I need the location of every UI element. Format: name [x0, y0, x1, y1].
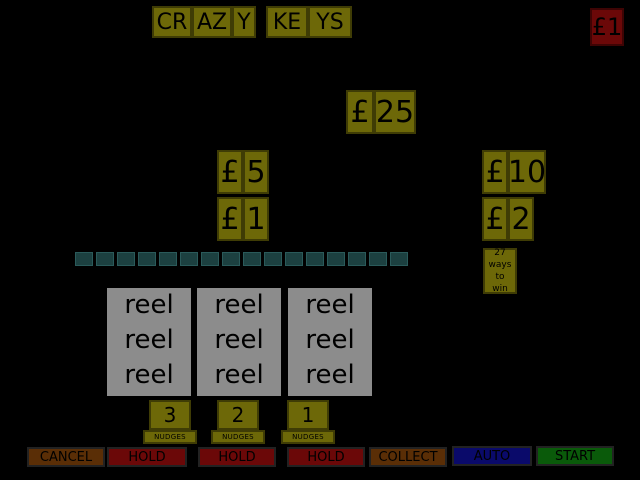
prize-right-lower-amount: 2	[508, 197, 534, 241]
nudge-label-3: NUDGES	[281, 430, 335, 444]
reel-3: reel reel reel	[288, 288, 372, 396]
symbol-strip	[75, 252, 415, 268]
hold-label: HOLD	[307, 449, 345, 465]
nudge-label-2: NUDGES	[211, 430, 265, 444]
nudge-label-text: NUDGES	[222, 433, 254, 441]
title-tile-text: KE	[272, 9, 302, 35]
nudge-count-text: 2	[231, 403, 245, 427]
reel-symbol: reel	[124, 325, 174, 355]
strip-symbol-icon	[96, 252, 114, 266]
nudge-label-text: NUDGES	[154, 433, 186, 441]
title-tile-text: AZ	[196, 9, 228, 35]
prize-right-lower-currency: £	[482, 197, 508, 241]
collect-label: COLLECT	[378, 449, 438, 465]
ways-text-2: to	[495, 272, 505, 282]
reel-symbol: reel	[305, 360, 355, 390]
prize-currency: £	[220, 154, 240, 190]
nudge-count-3: 1	[287, 400, 329, 430]
prize-currency: £	[220, 201, 240, 237]
strip-symbol-icon	[390, 252, 408, 266]
collect-button[interactable]: COLLECT	[369, 447, 447, 467]
strip-symbol-icon	[369, 252, 387, 266]
reel-2: reel reel reel	[197, 288, 281, 396]
stake-indicator[interactable]: £1	[590, 8, 624, 46]
hold-button-1[interactable]: HOLD	[107, 447, 187, 467]
reel-symbol: reel	[214, 290, 264, 320]
strip-symbol-icon	[264, 252, 282, 266]
ways-text-3: win	[492, 284, 508, 294]
stake-text: £1	[591, 13, 623, 41]
prize-currency: £	[485, 154, 505, 190]
strip-symbol-icon	[138, 252, 156, 266]
title-tile-2: AZ	[192, 6, 232, 38]
nudge-count-text: 3	[163, 403, 177, 427]
title-tile-1: CR	[152, 6, 192, 38]
nudge-count-2: 2	[217, 400, 259, 430]
prize-left-lower-currency: £	[217, 197, 243, 241]
hold-button-2[interactable]: HOLD	[198, 447, 276, 467]
prize-left-upper-amount: 5	[243, 150, 269, 194]
title-tile-3: Y	[232, 6, 256, 38]
prize-amount: 2	[511, 201, 531, 237]
strip-symbol-icon	[348, 252, 366, 266]
cancel-label: CANCEL	[39, 449, 93, 465]
auto-label: AUTO	[473, 448, 511, 464]
title-tile-text: CR	[156, 9, 188, 35]
strip-symbol-icon	[306, 252, 324, 266]
strip-symbol-icon	[75, 252, 93, 266]
title-tile-4: KE	[266, 6, 308, 38]
title-tile-text: YS	[316, 9, 344, 35]
strip-symbol-icon	[222, 252, 240, 266]
title-tile-5: YS	[308, 6, 352, 38]
prize-top-currency: £	[346, 90, 374, 134]
nudge-count-1: 3	[149, 400, 191, 430]
prize-amount: 10	[507, 154, 547, 190]
prize-right-upper-currency: £	[482, 150, 508, 194]
cancel-button[interactable]: CANCEL	[27, 447, 105, 467]
strip-symbol-icon	[159, 252, 177, 266]
prize-right-upper-amount: 10	[508, 150, 546, 194]
reel-symbol: reel	[214, 325, 264, 355]
reel-symbol: reel	[124, 290, 174, 320]
auto-button[interactable]: AUTO	[452, 446, 532, 466]
ways-to-win-badge: 27 ways to win	[483, 248, 517, 294]
reel-symbol: reel	[214, 360, 264, 390]
strip-symbol-icon	[117, 252, 135, 266]
title-tile-text: Y	[237, 9, 251, 35]
nudge-count-text: 1	[301, 403, 315, 427]
prize-amount: 1	[246, 201, 266, 237]
ways-text-1: 27 ways	[488, 248, 512, 270]
strip-symbol-icon	[327, 252, 345, 266]
reel-1: reel reel reel	[107, 288, 191, 396]
nudge-label-text: NUDGES	[292, 433, 324, 441]
prize-top-amount: 25	[374, 90, 416, 134]
reel-symbol: reel	[124, 360, 174, 390]
start-button[interactable]: START	[536, 446, 614, 466]
start-label: START	[554, 448, 596, 464]
strip-symbol-icon	[180, 252, 198, 266]
prize-left-lower-amount: 1	[243, 197, 269, 241]
prize-amount: 25	[375, 94, 415, 130]
strip-symbol-icon	[285, 252, 303, 266]
reel-symbol: reel	[305, 325, 355, 355]
prize-currency: £	[485, 201, 505, 237]
hold-label: HOLD	[128, 449, 166, 465]
prize-left-upper-currency: £	[217, 150, 243, 194]
prize-amount: 5	[246, 154, 266, 190]
prize-currency: £	[350, 94, 370, 130]
strip-symbol-icon	[201, 252, 219, 266]
hold-button-3[interactable]: HOLD	[287, 447, 365, 467]
hold-label: HOLD	[218, 449, 256, 465]
nudge-label-1: NUDGES	[143, 430, 197, 444]
strip-symbol-icon	[243, 252, 261, 266]
reel-symbol: reel	[305, 290, 355, 320]
